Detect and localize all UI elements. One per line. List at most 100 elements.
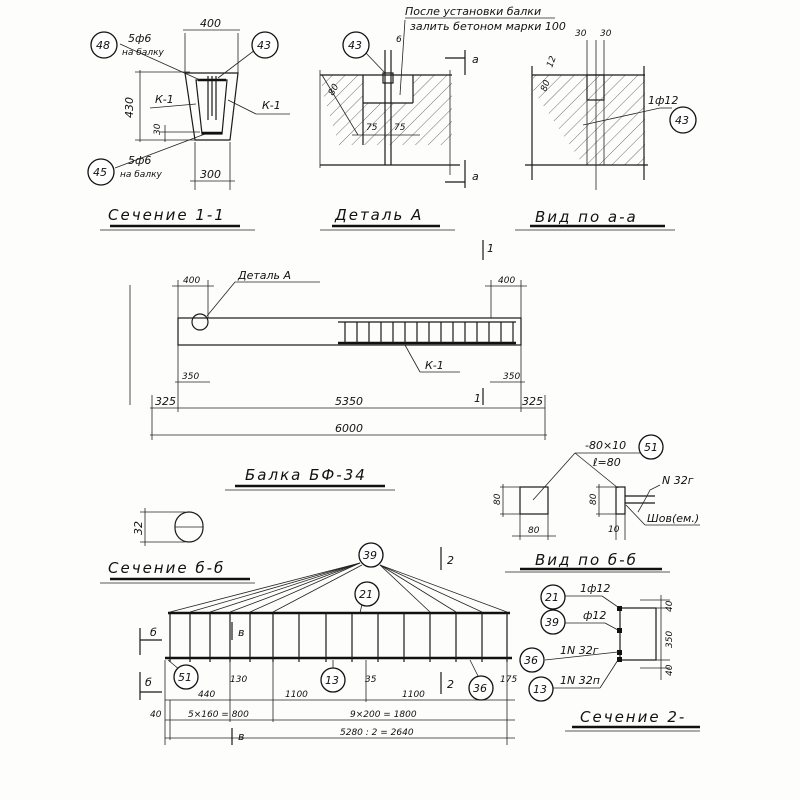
plate-label: -80×10 <box>585 439 626 452</box>
dim-30-left: 30 <box>575 29 587 39</box>
position-51: 51 <box>178 671 192 684</box>
dim-400-right: 400 <box>498 276 515 286</box>
dim-6000: 6000 <box>335 422 363 435</box>
position-43: 43 <box>257 39 271 52</box>
dim-12: 12 <box>545 55 558 69</box>
position-48: 48 <box>96 39 110 52</box>
rebar-39-label: ф12 <box>583 609 606 622</box>
dim-175: 175 <box>500 675 517 685</box>
rebar-1f12: 1ф12 <box>648 94 678 107</box>
dim-30: 30 <box>153 123 163 135</box>
section-b-b: 32 Сечение б-б <box>100 508 255 584</box>
dim-1100-left: 1100 <box>285 690 308 700</box>
dim-40-top: 40 <box>665 600 675 612</box>
dim-80-height: 80 <box>493 493 503 505</box>
view-b-b-title: Вид по б-б <box>535 551 638 569</box>
section-2-2: 40 350 40 1ф12 21 ф12 39 1N 32г 36 1N 32… <box>519 582 700 732</box>
plate-length: ℓ=80 <box>592 456 621 469</box>
leader-lines-39 <box>169 562 508 613</box>
position-43: 43 <box>675 114 689 127</box>
dim-35: 35 <box>365 675 377 685</box>
dim-350-right: 350 <box>503 372 520 382</box>
beam-title: Балка БФ-34 <box>245 466 367 484</box>
position-51: 51 <box>644 441 658 454</box>
section-1-1: 400 430 30 300 К-1 К-1 5ф6 на балку 5ф6 … <box>87 17 290 231</box>
section-mark-1-bottom: 1 <box>474 392 481 405</box>
dim-350: 350 <box>665 631 675 648</box>
position-13: 13 <box>325 674 339 687</box>
detail-a: 75 75 80 6 После установки балки залить … <box>319 5 566 231</box>
dim-80-height-2: 80 <box>589 493 599 505</box>
position-21: 21 <box>359 588 373 601</box>
section-b-b-title: Сечение б-б <box>108 559 225 577</box>
section-mark-a-top: а <box>472 53 479 66</box>
dim-300: 300 <box>200 168 221 181</box>
label-k1-right: К-1 <box>262 99 281 112</box>
section-mark-v-top: в <box>238 626 244 639</box>
dim-440: 440 <box>198 690 215 700</box>
position-36: 36 <box>524 654 538 667</box>
detail-a-callout: Деталь А <box>237 269 291 282</box>
beam-bf34: Деталь А 400 400 350 350 325 5350 325 60… <box>129 240 547 491</box>
detail-a-title: Деталь А <box>334 206 423 224</box>
dim-75-right: 75 <box>394 123 406 133</box>
dim-40: 40 <box>150 710 162 720</box>
label-k1: К-1 <box>425 359 444 372</box>
section-mark-2-bottom: 2 <box>447 678 454 691</box>
section-1-1-title: Сечение 1-1 <box>108 206 226 224</box>
weld-label: Шов(ем.) <box>647 512 699 525</box>
position-43: 43 <box>348 39 362 52</box>
dim-325-right: 325 <box>522 395 543 408</box>
concrete-note-line2: залить бетоном марки 100 <box>410 20 566 33</box>
dim-75-left: 75 <box>366 123 378 133</box>
view-a-a-title: Вид по а-а <box>535 208 638 226</box>
frame-stirrups <box>169 613 508 662</box>
dim-80: 80 <box>539 79 552 93</box>
dim-6: 6 <box>396 35 402 45</box>
rebar-top-label: 5ф6 <box>128 32 151 45</box>
channel-label: N 32г <box>662 474 694 487</box>
dim-9x200: 9×200 = 1800 <box>350 710 417 720</box>
section-mark-1-top: 1 <box>487 242 494 255</box>
dim-32: 32 <box>132 521 145 535</box>
dim-total-half: 5280 : 2 = 2640 <box>340 728 414 738</box>
dim-400-left: 400 <box>183 276 200 286</box>
section-mark-a-bottom: а <box>472 170 479 183</box>
rebar-36-label: 1N 32г <box>560 644 599 657</box>
dim-430: 430 <box>123 97 136 118</box>
dim-325-left: 325 <box>155 395 176 408</box>
dim-10: 10 <box>608 525 620 535</box>
section-mark-v-bottom: в <box>238 730 244 743</box>
position-39: 39 <box>545 616 559 629</box>
concrete-note-line1: После установки балки <box>405 5 541 18</box>
rebar-bottom-note: на балку <box>120 170 163 180</box>
dim-1100-right: 1100 <box>402 690 425 700</box>
position-21: 21 <box>545 591 559 604</box>
rebar-bottom-label: 5ф6 <box>128 154 151 167</box>
rebar-top-note: на балку <box>122 48 165 58</box>
dim-30-right: 30 <box>600 29 612 39</box>
section-2-2-title: Сечение 2- <box>580 708 686 726</box>
section-mark-2-top: 2 <box>447 554 454 567</box>
dim-5x160: 5×160 = 800 <box>188 710 249 720</box>
k1-cage-stirrups <box>344 322 514 343</box>
position-13: 13 <box>533 683 547 696</box>
dim-40-bottom: 40 <box>665 664 675 676</box>
section-mark-b-top: б <box>150 626 157 639</box>
dim-130: 130 <box>230 675 247 685</box>
label-k1-left: К-1 <box>155 93 174 106</box>
view-b-b: -80×10 ℓ=80 51 80 80 80 10 N 32г Шов(ем.… <box>493 434 700 573</box>
dim-350-left: 350 <box>182 372 199 382</box>
rebar-21-label: 1ф12 <box>580 582 610 595</box>
dim-400: 400 <box>200 17 221 30</box>
dim-5350: 5350 <box>335 395 363 408</box>
frame-k1: 39 21 51 13 36 б б в в 2 2 440 130 1100 … <box>139 542 517 745</box>
position-36: 36 <box>473 682 487 695</box>
dim-80-width: 80 <box>528 526 540 536</box>
rebar-13-label: 1N 32п <box>560 674 600 687</box>
section-mark-b-bottom: б <box>145 676 152 689</box>
position-39: 39 <box>363 549 377 562</box>
view-a-a: 30 30 12 80 1ф12 43 Вид по а-а <box>515 29 697 231</box>
